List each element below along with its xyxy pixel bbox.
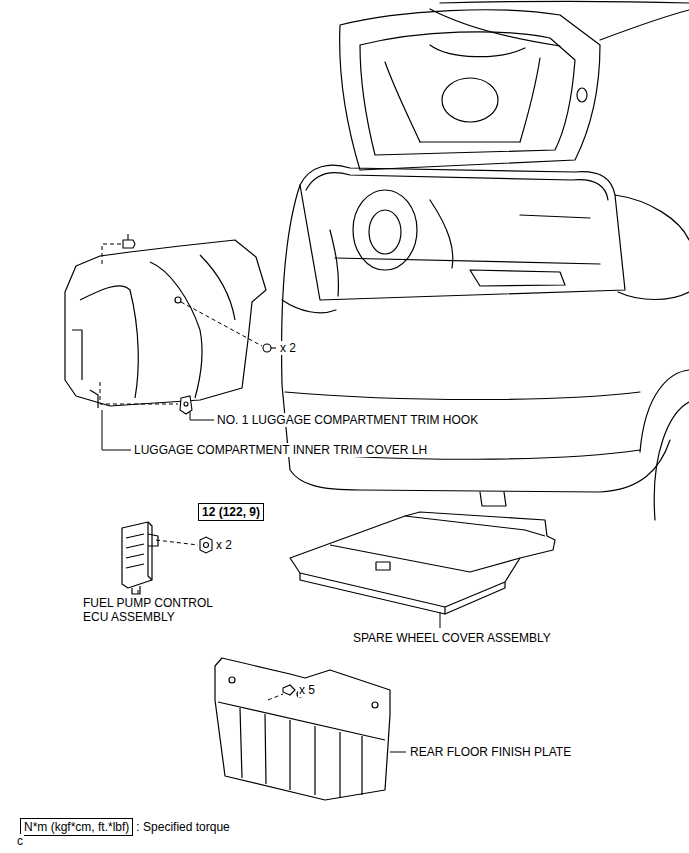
legend-text: : Specified torque bbox=[135, 820, 230, 834]
spare-wheel-cover bbox=[290, 512, 555, 614]
quantity: x 2 bbox=[279, 341, 297, 355]
rear-floor-plate bbox=[215, 658, 390, 800]
part-name: FUEL PUMP CONTROL ECU ASSEMBLY bbox=[82, 596, 224, 624]
torque-legend-box: N*m (kgf*cm, ft.*lbf) bbox=[20, 818, 133, 836]
fasteners bbox=[123, 234, 295, 695]
figure-code: c bbox=[16, 834, 24, 848]
ecu bbox=[122, 522, 158, 594]
part-name: LUGGAGE COMPARTMENT INNER TRIM COVER LH bbox=[133, 443, 428, 457]
node-text: N*m (kgf*cm, ft.*lbf) bbox=[24, 820, 129, 834]
quantity: x 2 bbox=[215, 538, 233, 552]
leader-lines bbox=[102, 410, 440, 752]
node-text: 12 (122, 9) bbox=[202, 505, 260, 519]
torque-box: 12 (122, 9) bbox=[198, 503, 264, 521]
quantity: x 5 bbox=[298, 683, 316, 697]
part-name: NO. 1 LUGGAGE COMPARTMENT TRIM HOOK bbox=[216, 413, 479, 427]
trim-cover bbox=[65, 240, 266, 408]
part-name: REAR FLOOR FINISH PLATE bbox=[409, 745, 572, 759]
part-name: SPARE WHEEL COVER ASSEMBLY bbox=[352, 631, 552, 645]
dashed-guides bbox=[100, 244, 283, 700]
